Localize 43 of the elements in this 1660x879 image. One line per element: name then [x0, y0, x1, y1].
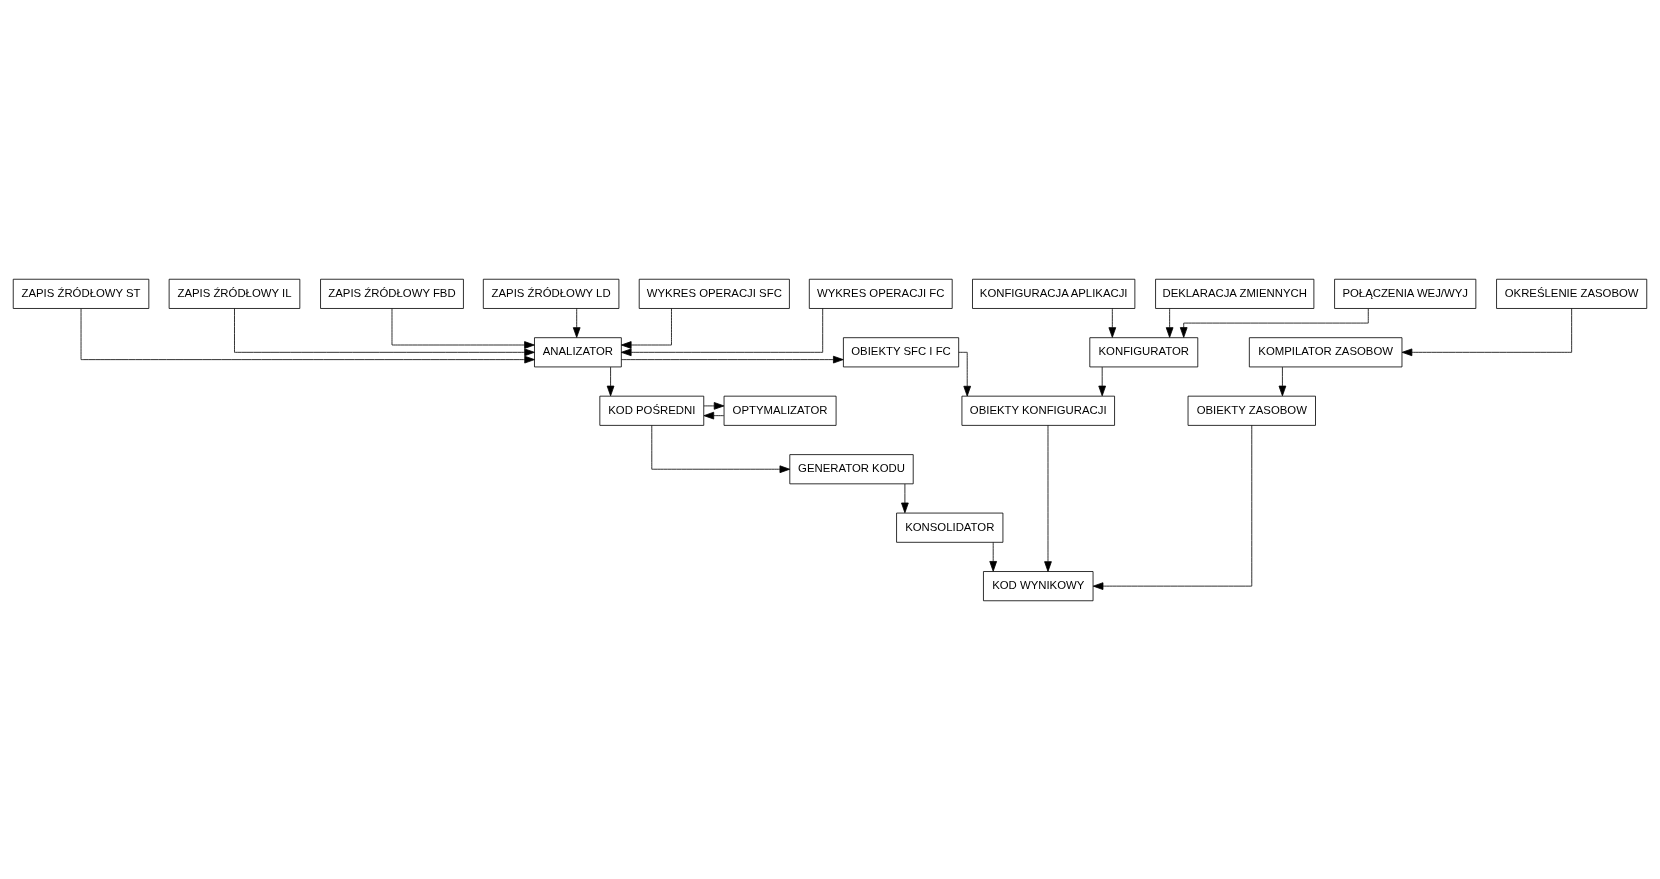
arrow	[572, 307, 581, 338]
node-box: KOMPILATOR ZASOBOW	[1248, 336, 1403, 367]
arrow	[234, 307, 535, 356]
arrow	[703, 401, 725, 410]
arrow	[1401, 307, 1573, 356]
arrow	[391, 307, 535, 349]
node-box: ZAPIS ŹRÓDŁOWY LD	[482, 278, 620, 309]
node-box: OBIEKTY ZASOBOW	[1187, 395, 1316, 426]
arrow	[1092, 424, 1253, 590]
node-box: ZAPIS ŹRÓDŁOWY FBD	[320, 278, 464, 309]
arrow	[621, 307, 672, 349]
arrow	[621, 307, 824, 356]
node-box: WYKRES OPERACJI FC	[808, 278, 953, 309]
arrow	[1044, 424, 1052, 572]
node-box: ANALIZATOR	[534, 336, 622, 367]
node-box: OKREŚLENIE ZASOBOW	[1496, 278, 1648, 309]
arrow	[1165, 307, 1174, 338]
node-box: POŁĄCZENIA WEJ/WYJ	[1334, 278, 1477, 309]
arrow	[80, 307, 535, 363]
arrow	[1179, 307, 1369, 338]
node-box: OPTYMALIZATOR	[723, 395, 837, 426]
arrow	[651, 424, 791, 473]
arrow	[989, 541, 997, 572]
arrow	[606, 366, 615, 396]
node-box: ZAPIS ŹRÓDŁOWY ST	[12, 278, 150, 309]
node-box: KOD WYNIKOWY	[983, 570, 1094, 601]
node-box: KONFIGURACJA APLIKACJI	[972, 278, 1136, 309]
node-box: KOD POŚREDNI	[599, 395, 705, 426]
node-box: OBIEKTY SFC I FC	[843, 336, 960, 367]
node-box: KONFIGURATOR	[1089, 336, 1199, 367]
node-box: WYKRES OPERACJI SFC	[638, 278, 790, 309]
node-box: OBIEKTY KONFIGURACJI	[961, 395, 1115, 426]
node-box: KONSOLIDATOR	[896, 512, 1004, 543]
arrow	[1098, 366, 1106, 396]
arrow	[901, 483, 909, 513]
arrow	[1108, 307, 1117, 338]
arrow	[621, 355, 844, 363]
arrow	[703, 411, 725, 419]
arrow	[1278, 366, 1287, 396]
node-box: GENERATOR KODU	[789, 453, 914, 484]
node-box: ZAPIS ŹRÓDŁOWY IL	[168, 278, 301, 309]
node-box: DEKLARACJA ZMIENNYCH	[1155, 278, 1315, 309]
arrow	[958, 351, 972, 396]
